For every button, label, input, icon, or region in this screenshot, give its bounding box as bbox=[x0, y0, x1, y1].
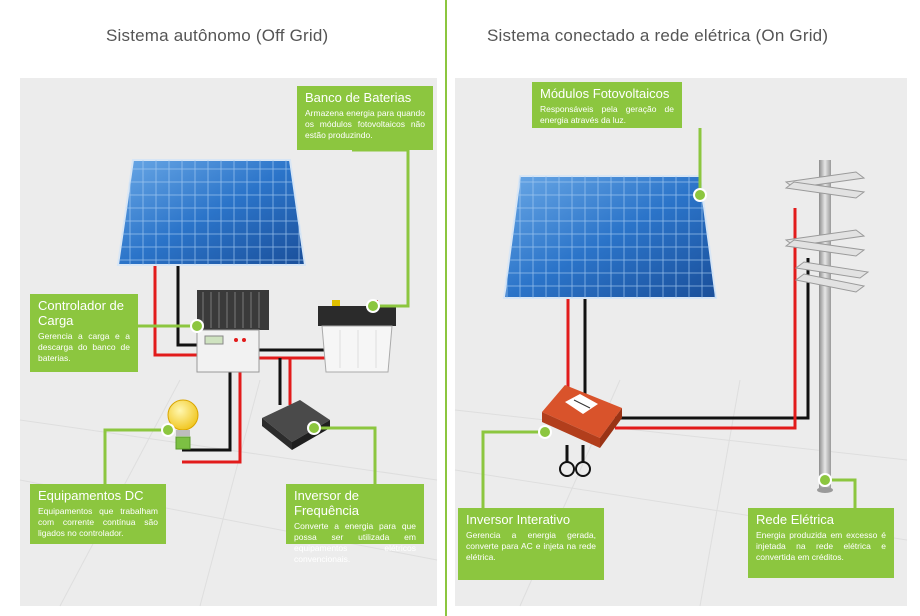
charge-controller bbox=[196, 290, 269, 373]
callout-interactive-inverter-title: Inversor Interativo bbox=[466, 512, 571, 527]
callout-pv-modules: Módulos Fotovoltaicos Responsáveis pela … bbox=[532, 82, 682, 128]
callout-pv-modules-desc: Responsáveis pela geração de energia atr… bbox=[540, 104, 674, 125]
callout-frequency-inverter: Inversor de Frequência Converte a energi… bbox=[286, 484, 424, 564]
on-grid-title: Sistema conectado a rede elétrica (On Gr… bbox=[487, 26, 829, 45]
on-grid-wires bbox=[565, 208, 810, 462]
callout-dc-equipment: Equipamentos DC Equipamentos que trabalh… bbox=[30, 484, 166, 544]
callout-battery-bank-title: Banco de Baterias bbox=[305, 90, 412, 105]
callout-charge-controller: Controlador de Carga Gerencia a carga e … bbox=[30, 294, 138, 372]
leader-dots bbox=[161, 188, 832, 487]
callout-charge-controller-title: Controlador de Carga bbox=[38, 298, 124, 328]
ac-outputs bbox=[559, 461, 591, 477]
callout-battery-bank-desc: Armazena energia para quando os módulos … bbox=[305, 108, 425, 140]
off-grid-solar-panel bbox=[116, 159, 307, 266]
callout-power-grid-desc: Energia produzida em excesso é injetada … bbox=[756, 530, 886, 562]
off-grid-title: Sistema autônomo (Off Grid) bbox=[106, 26, 329, 45]
interactive-inverter bbox=[542, 385, 622, 448]
on-grid-solar-panel bbox=[502, 175, 718, 299]
light-bulb bbox=[167, 399, 199, 450]
callout-interactive-inverter: Inversor Interativo Gerencia a energia g… bbox=[458, 508, 604, 580]
callout-frequency-inverter-desc: Converte a energia para que possa ser ut… bbox=[294, 521, 416, 564]
callout-power-grid-title: Rede Elétrica bbox=[756, 512, 835, 527]
utility-pole bbox=[784, 160, 870, 493]
callout-battery-bank: Banco de Baterias Armazena energia para … bbox=[297, 86, 433, 150]
callout-pv-modules-title: Módulos Fotovoltaicos bbox=[540, 86, 670, 101]
section-divider bbox=[445, 0, 447, 616]
leader-lines bbox=[103, 128, 857, 508]
callout-dc-equipment-desc: Equipamentos que trabalham com corrente … bbox=[38, 506, 158, 538]
callout-dc-equipment-title: Equipamentos DC bbox=[38, 488, 144, 503]
battery-bank bbox=[318, 300, 396, 373]
callout-interactive-inverter-desc: Gerencia a energia gerada, converte para… bbox=[466, 530, 596, 562]
callout-frequency-inverter-title: Inversor de Frequência bbox=[294, 488, 360, 518]
callout-power-grid: Rede Elétrica Energia produzida em exces… bbox=[748, 508, 894, 578]
callout-charge-controller-desc: Gerencia a carga e a descarga do banco d… bbox=[38, 331, 130, 363]
